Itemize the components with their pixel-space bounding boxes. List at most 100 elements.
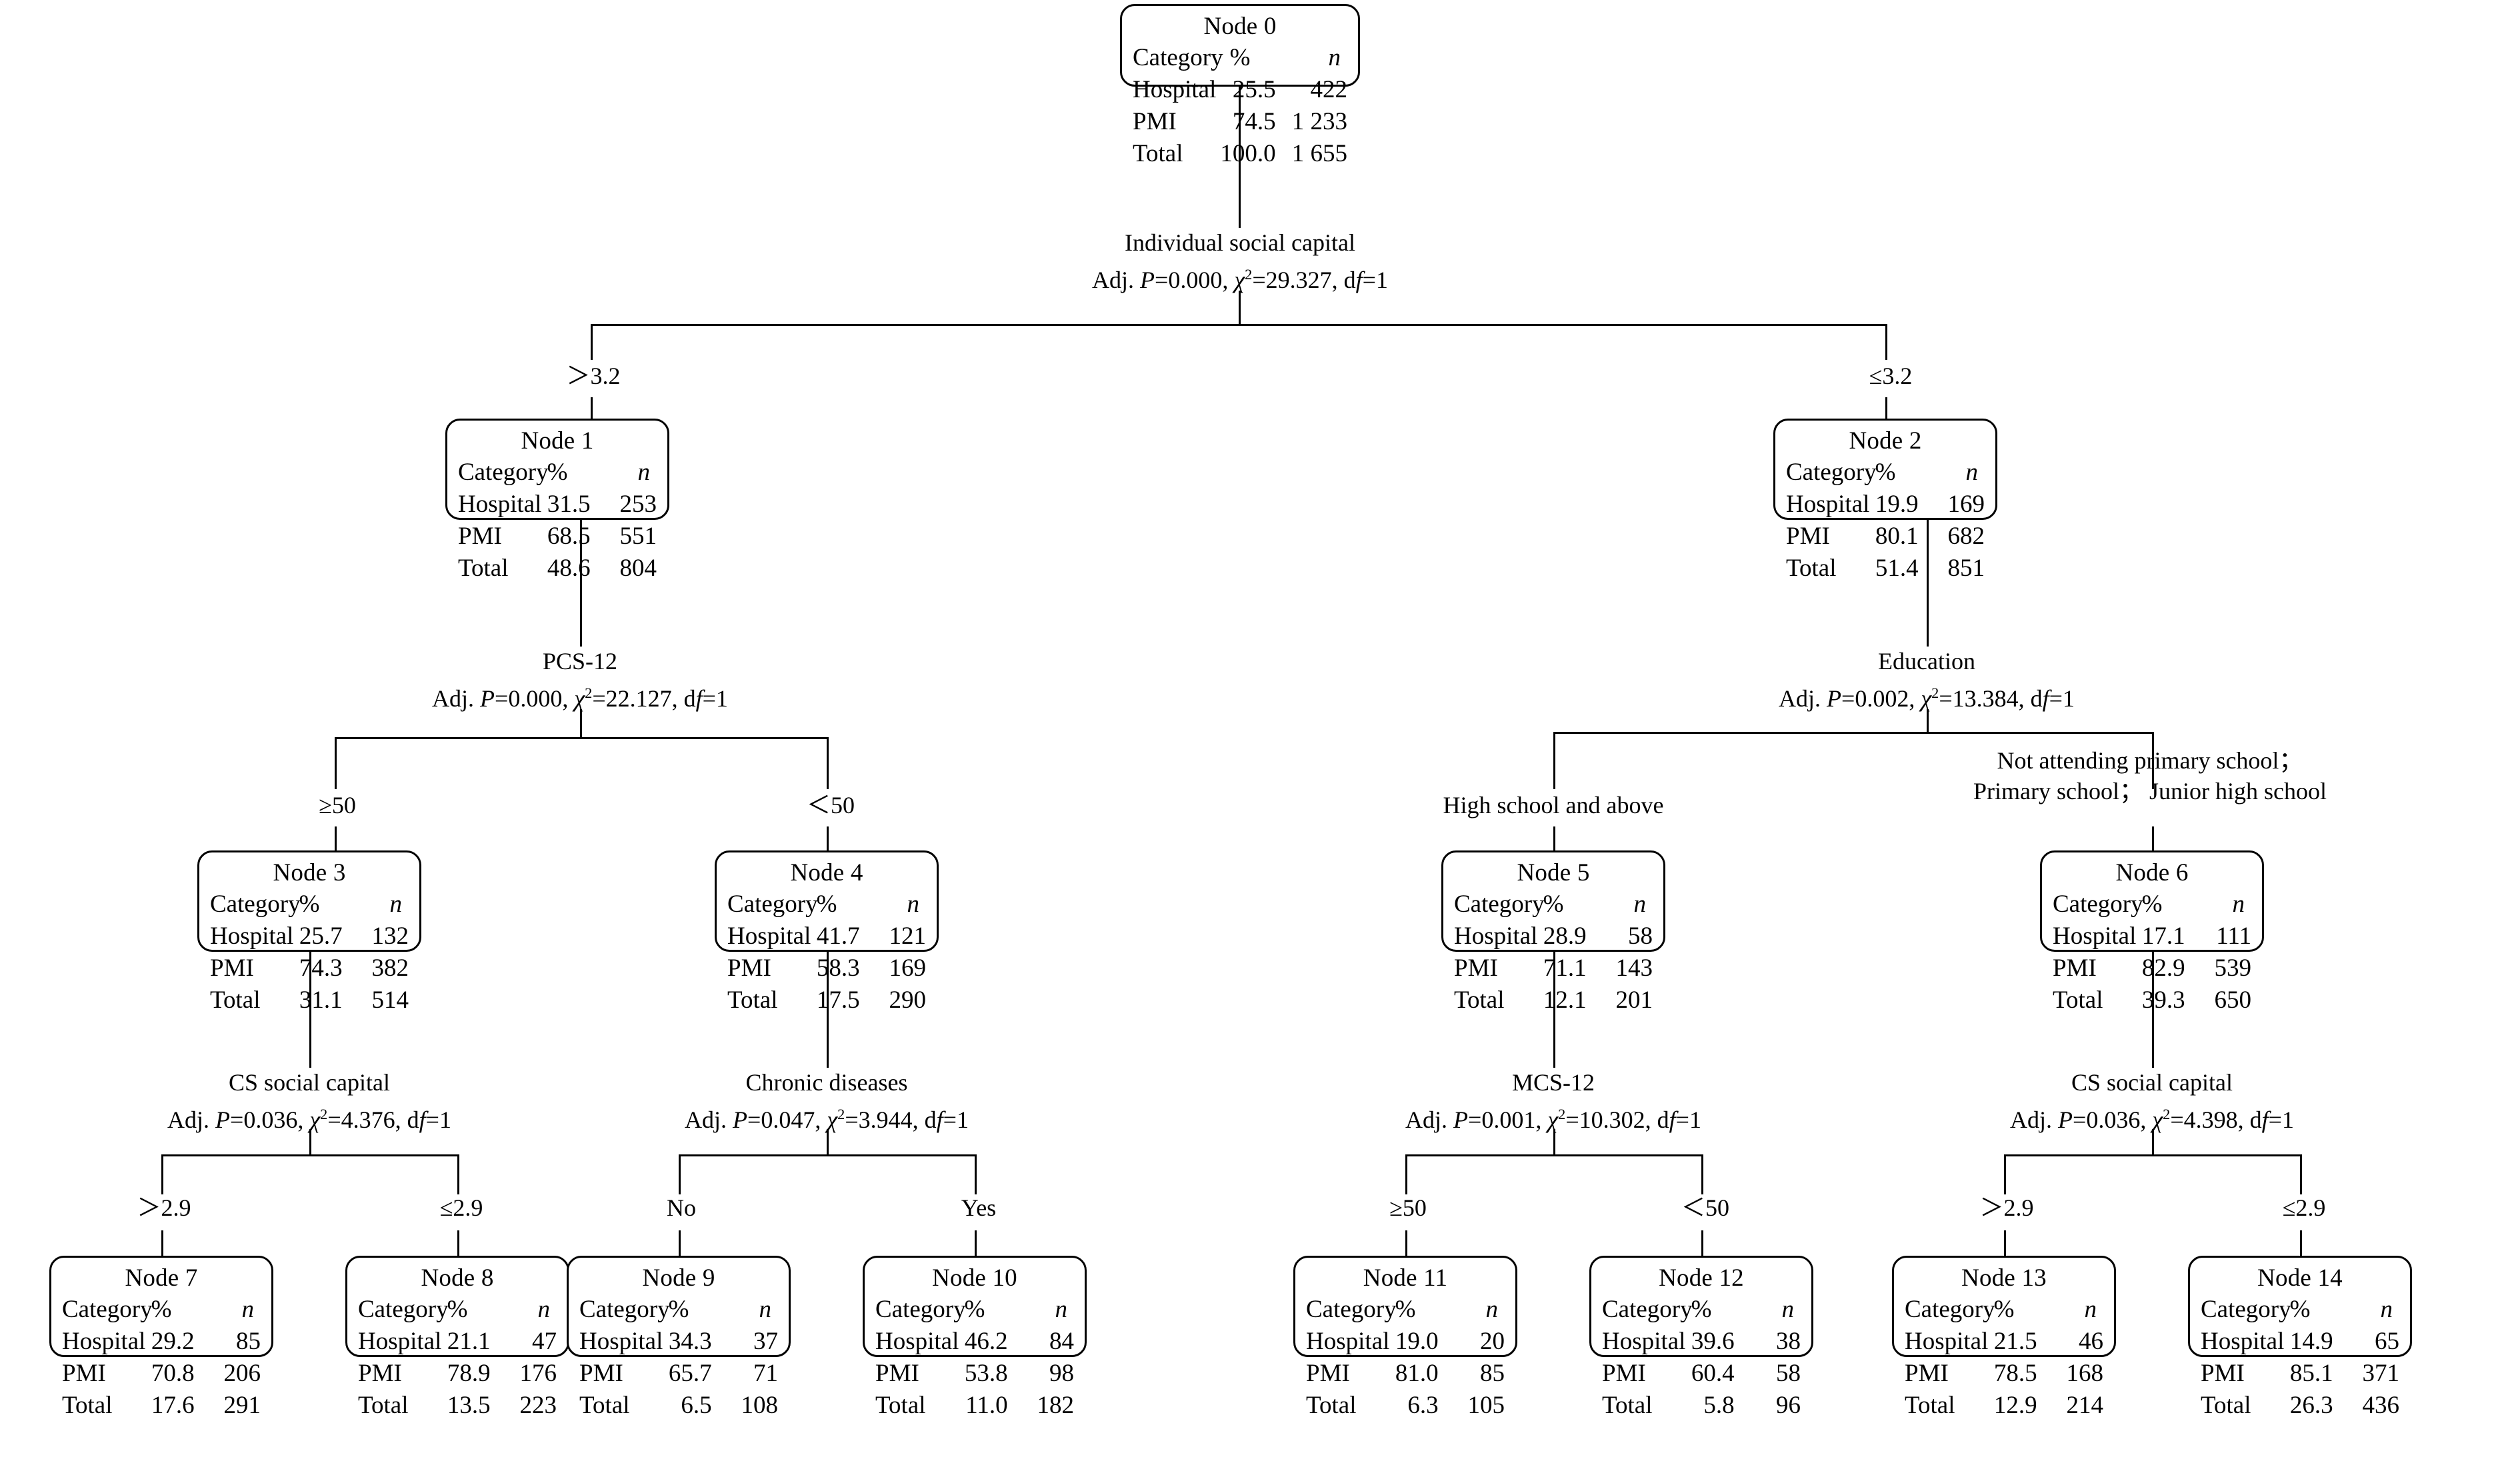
node-title: Node 9 <box>642 1264 715 1292</box>
split-variable: CS social capital <box>2071 1069 2233 1096</box>
row-count: 85 <box>236 1328 261 1355</box>
col-category: Category <box>62 1296 153 1323</box>
connector-line <box>309 1129 311 1156</box>
connector-line <box>1405 1154 1407 1194</box>
connector-line <box>1885 324 1887 360</box>
split-stats: Adj. P=0.002, χ2=13.384, df=1 <box>1779 685 2075 712</box>
connector-line <box>1553 732 1555 789</box>
row-percent: 17.6 <box>151 1392 195 1419</box>
row-count: 176 <box>519 1360 557 1387</box>
split-label-node4: Chronic diseases Adj. P=0.047, χ2=3.944,… <box>685 1066 969 1136</box>
col-percent: % <box>299 890 320 918</box>
row-percent: 19.9 <box>1875 491 1919 518</box>
row-percent: 12.1 <box>1543 986 1587 1014</box>
row-label: Hospital <box>875 1328 959 1355</box>
row-count: 650 <box>2214 986 2252 1014</box>
table-header-row: Category%n <box>579 1294 778 1326</box>
row-percent: 80.1 <box>1875 523 1919 550</box>
row-label: PMI <box>2201 1360 2245 1387</box>
row-percent: 58.3 <box>816 954 860 982</box>
split-variable: Education <box>1878 648 1975 675</box>
col-category: Category <box>727 890 818 918</box>
row-percent: 46.2 <box>964 1328 1008 1355</box>
connector-line <box>1927 520 1929 647</box>
split-stats: Adj. P=0.000, χ2=22.127, df=1 <box>432 685 728 712</box>
col-category: Category <box>2053 890 2143 918</box>
col-percent: % <box>151 1296 172 1323</box>
row-count: 85 <box>1480 1360 1505 1387</box>
row-label: Total <box>1454 986 1505 1014</box>
connector-line <box>975 1230 977 1260</box>
row-label: Hospital <box>210 922 294 950</box>
node-title: Node 14 <box>2257 1264 2343 1292</box>
row-label: Hospital <box>1602 1328 1686 1355</box>
split-label-node0: Individual social capital Adj. P=0.000, … <box>1092 227 1388 296</box>
row-label: PMI <box>875 1360 919 1387</box>
row-count: 201 <box>1615 986 1653 1014</box>
row-label: Total <box>1133 140 1183 167</box>
split-stats: Adj. P=0.001, χ2=10.302, df=1 <box>1405 1106 1701 1133</box>
connector-line <box>2004 1230 2006 1260</box>
split-variable: CS social capital <box>229 1069 390 1096</box>
col-percent: % <box>547 459 568 486</box>
connector-line <box>335 737 828 739</box>
row-count: 168 <box>2066 1360 2104 1387</box>
row-count: 38 <box>1776 1328 1801 1355</box>
row-label: Total <box>875 1392 926 1419</box>
row-count: 20 <box>1480 1328 1505 1355</box>
edge-label-le-2-9-right: ≤2.9 <box>2282 1194 2326 1221</box>
row-percent: 34.3 <box>668 1328 712 1355</box>
row-label: Total <box>1602 1392 1653 1419</box>
node-title: Node 10 <box>932 1264 1017 1292</box>
split-stats: Adj. P=0.036, χ2=4.376, df=1 <box>167 1106 451 1133</box>
node-title: Node 12 <box>1659 1264 1744 1292</box>
split-label-node3: CS social capital Adj. P=0.036, χ2=4.376… <box>167 1066 451 1136</box>
row-percent: 68.5 <box>547 523 591 550</box>
row-label: PMI <box>1786 523 1830 550</box>
row-label: Hospital <box>1786 491 1870 518</box>
row-percent: 39.3 <box>2141 986 2185 1014</box>
row-label: Total <box>1905 1392 1955 1419</box>
col-n: n <box>537 1296 551 1323</box>
col-category: Category <box>458 459 549 486</box>
row-label: Total <box>210 986 261 1014</box>
col-n: n <box>1055 1296 1068 1323</box>
row-count: 132 <box>371 922 409 950</box>
row-label: Total <box>62 1392 113 1419</box>
table-row: Total 12.1 201 <box>1454 984 1653 1016</box>
row-label: Hospital <box>1454 922 1538 950</box>
col-n: n <box>1633 890 1647 918</box>
node-title: Node 4 <box>790 859 863 886</box>
col-percent: % <box>2289 1296 2311 1323</box>
row-percent: 17.1 <box>2141 922 2185 950</box>
